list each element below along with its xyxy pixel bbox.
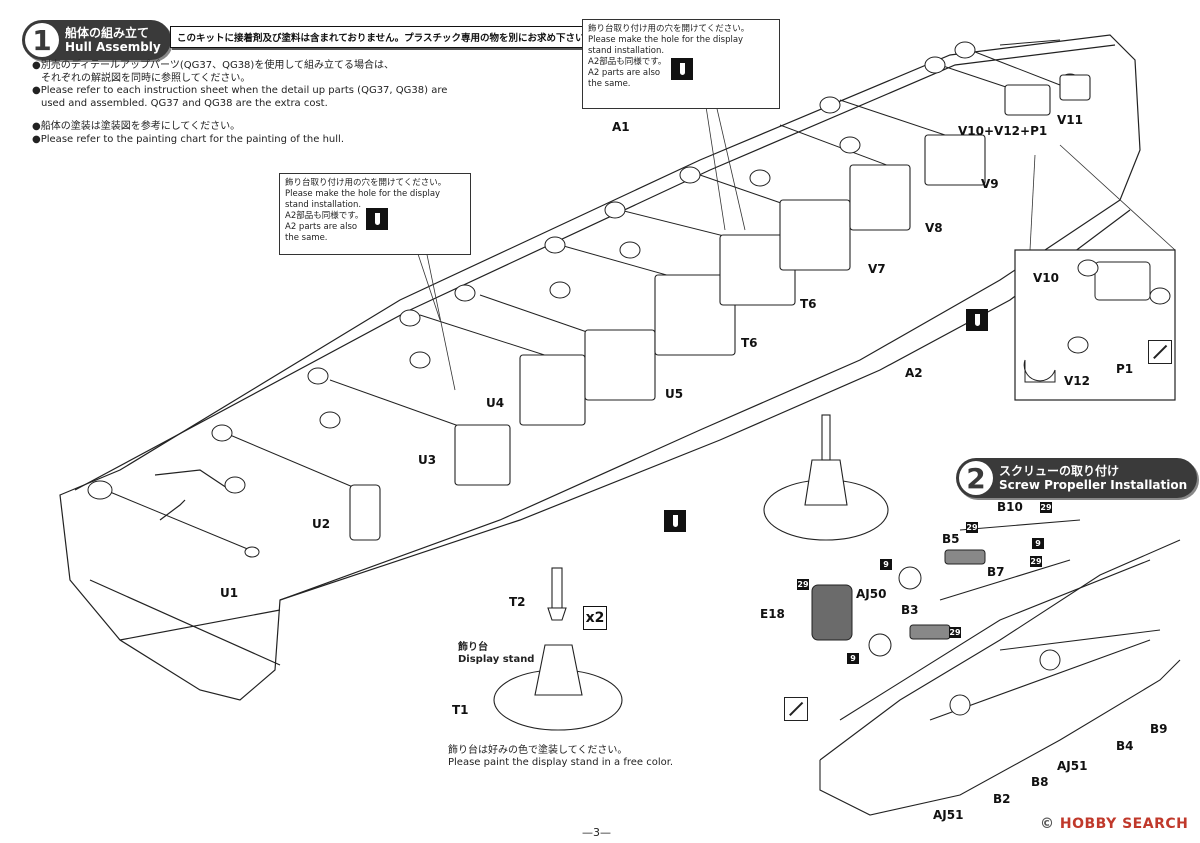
callout-a2-en: the same. [588, 79, 631, 89]
hull-outline [59, 34, 1141, 701]
part-label-u4: U4 [486, 396, 505, 410]
hole-callout-top: 飾り台取り付け用の穴を開けてください。 Please make the hole… [582, 19, 780, 109]
callout-jp: 飾り台取り付け用の穴を開けてください。 [588, 24, 750, 34]
part-label-b2: B2 [993, 792, 1011, 806]
step-title-jp: スクリューの取り付け [999, 464, 1120, 478]
part-label-a1: A1 [612, 120, 630, 134]
callout-a2-en: the same. [285, 233, 328, 243]
part-label-b10: B10 [997, 500, 1023, 514]
callout-en: Please make the hole for the display [588, 35, 744, 45]
paint-note-en: Please paint the display stand in a free… [448, 757, 674, 768]
note-line: ●別売のディテールアップパーツ(QG37、QG38)を使用して組み立てる場合は、 [32, 60, 395, 71]
detail-parts-note: ●別売のディテールアップパーツ(QG37、QG38)を使用して組み立てる場合は、… [32, 60, 447, 110]
part-label-aj51-left: AJ51 [933, 808, 964, 822]
drill-icon [671, 58, 693, 80]
note-line: used and assembled. QG37 and QG38 are th… [41, 97, 328, 109]
callout-en: Please make the hole for the display [285, 189, 441, 199]
drill-icon [664, 510, 686, 532]
part-label-p1: P1 [1116, 362, 1134, 376]
part-label-v8: V8 [925, 221, 943, 235]
step-number: 1 [25, 23, 59, 57]
callout-a2-en: A2 parts are also [588, 68, 661, 78]
step-1-badge: 1 船体の組み立て Hull Assembly [22, 20, 171, 60]
note-line: ●Please refer to the painting chart for … [32, 133, 344, 145]
part-label-b7: B7 [987, 565, 1005, 579]
part-label-b3: B3 [901, 603, 919, 617]
part-label-b5: B5 [942, 532, 960, 546]
callout-en: stand installation. [588, 46, 665, 56]
color-code-badge: 29 [1040, 502, 1052, 513]
note-line: ●Please refer to each instruction sheet … [32, 85, 448, 96]
copyright-mark: © [1040, 816, 1055, 832]
part-label-v11: V11 [1057, 113, 1083, 127]
watermark-brand: HOBBY SEARCH [1059, 816, 1189, 832]
part-label-e18: E18 [760, 607, 785, 621]
frames [349, 74, 1091, 541]
hobby-search-watermark: © HOBBY SEARCH [1040, 816, 1188, 832]
callout-en: stand installation. [285, 200, 362, 210]
inset-parts [1023, 259, 1171, 383]
color-code-badge: 9 [880, 559, 892, 570]
quantity-badge: x2 [583, 606, 607, 630]
color-code-badge: 29 [797, 579, 809, 590]
step-title-en: Hull Assembly [65, 40, 161, 54]
part-label-v10-v12-p1: V10+V12+P1 [958, 124, 1048, 138]
step-title-en: Screw Propeller Installation [999, 478, 1188, 492]
part-label-t1: T1 [452, 703, 469, 717]
assembly-arrows [109, 39, 1061, 551]
quantity-text: x2 [585, 610, 605, 626]
callout-pointers [414, 99, 1176, 391]
part-label-b4: B4 [1116, 739, 1134, 753]
drill-icon [966, 309, 988, 331]
display-stands [493, 414, 889, 731]
no-glue-icon [1148, 340, 1172, 364]
callout-a2-en: A2 parts are also [285, 222, 358, 232]
drill-icon [366, 208, 388, 230]
color-code-badge: 29 [966, 522, 978, 533]
part-label-t6-upper: T6 [800, 297, 817, 311]
callout-a2-jp: A2部品も同様です。 [588, 57, 667, 67]
part-label-v9: V9 [981, 177, 999, 191]
part-label-v12: V12 [1064, 374, 1090, 388]
painting-note: ●船体の塗装は塗装図を参考にしてください。 ●Please refer to t… [32, 121, 344, 146]
part-label-v10: V10 [1033, 271, 1059, 285]
display-stand-en: Display stand [458, 654, 535, 665]
callout-a2-jp: A2部品も同様です。 [285, 211, 364, 221]
step-number: 2 [959, 461, 993, 495]
note-line: それぞれの解説図を同時に参照してください。 [41, 72, 251, 84]
part-label-u2: U2 [312, 517, 331, 531]
color-code-badge: 9 [1032, 538, 1044, 549]
part-label-aj50: AJ50 [856, 587, 887, 601]
color-code-badge: 29 [949, 627, 961, 638]
part-label-aj51-right: AJ51 [1057, 759, 1088, 773]
no-glue-icon [784, 697, 808, 721]
step-title-jp: 船体の組み立て [65, 26, 150, 40]
part-label-u3: U3 [418, 453, 437, 467]
note-line: ●船体の塗装は塗装図を参考にしてください。 [32, 121, 241, 132]
part-label-b8: B8 [1031, 775, 1049, 789]
part-label-u1: U1 [220, 586, 239, 600]
color-code-badge: 29 [1030, 556, 1042, 567]
propellers [811, 549, 1061, 716]
part-label-u5: U5 [665, 387, 684, 401]
part-label-v7: V7 [868, 262, 886, 276]
display-stand-jp: 飾り台 [458, 642, 488, 653]
part-label-t2: T2 [509, 595, 526, 609]
step-2-badge: 2 スクリューの取り付け Screw Propeller Installatio… [956, 458, 1198, 498]
paint-note-jp: 飾り台は好みの色で塗装してください。 [448, 745, 628, 756]
part-label-t6-lower: T6 [741, 336, 758, 350]
part-label-a2: A2 [905, 366, 923, 380]
display-stand-paint-note: 飾り台は好みの色で塗装してください。 Please paint the disp… [448, 745, 673, 769]
callout-jp: 飾り台取り付け用の穴を開けてください。 [285, 178, 447, 188]
color-code-badge: 9 [847, 653, 859, 664]
hole-callout-left: 飾り台取り付け用の穴を開けてください。 Please make the hole… [279, 173, 471, 255]
part-label-b9: B9 [1150, 722, 1168, 736]
page-number: —3— [582, 826, 611, 839]
fittings [87, 41, 1081, 558]
adhesive-notice: このキットに接着剤及び塗料は含まれておりません。プラスチック専用の物を別にお求め… [170, 26, 601, 48]
display-stand-label: 飾り台 Display stand [458, 642, 534, 666]
